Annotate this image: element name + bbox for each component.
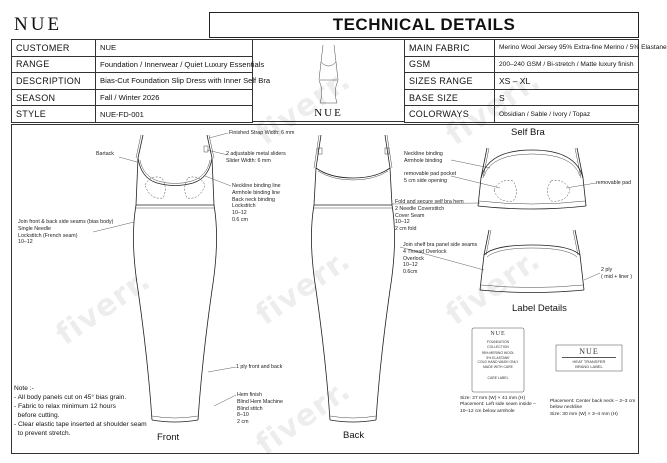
back-flat	[311, 134, 395, 423]
callout-bartack: Bartack	[96, 151, 114, 157]
drawing-frame	[11, 124, 639, 454]
callout-pad-pocket: removable pad pocket 5 cm side opening	[404, 171, 457, 184]
callout-neckline-front: Neckline binding line Armhole binding li…	[232, 183, 281, 223]
heat-label-drawing	[555, 344, 623, 372]
front-flat	[133, 134, 217, 423]
callout-strap: Finished Strap Width: 6 mm	[229, 130, 295, 136]
callout-hem: Hem finish Blind Hem Machine Blind stitc…	[237, 392, 283, 426]
callout-side-seams: Join front & back side seams (bias body)…	[18, 219, 114, 246]
page-title: TECHNICAL DETAILS	[209, 12, 639, 38]
colorways-value: Obsidian / Sable / Ivory / Topaz	[494, 105, 639, 123]
care-label: NUE FOUNDATION COLLECTION 95% MERINO WOO…	[472, 330, 524, 380]
dress-silhouette-icon	[318, 44, 339, 104]
callout-ply: 1 ply front and back	[236, 364, 283, 370]
care-label-drawing	[471, 327, 525, 393]
callout-bra-ply: 2 ply ( mid + liner )	[601, 267, 633, 280]
logo-panel: NUE	[253, 39, 404, 122]
care-label-brand: NUE	[490, 331, 506, 337]
heat-label-brand: NUE	[579, 347, 599, 356]
heat-label-caption: Placement: Center back neck – 2–3 cm bel…	[550, 399, 636, 417]
callout-bra-side: Join shelf bra panel side seams 4 Thread…	[403, 242, 478, 276]
construction-notes: Note :- - All body panels cut on 45° bia…	[14, 385, 147, 438]
care-label-caption: Size: 27 mm (W) × 41 mm (H) Placement: L…	[460, 396, 536, 414]
self-bra-flat-back	[479, 229, 585, 293]
heat-transfer-label: NUE HEAT TRANSFER BRAND LABEL	[556, 347, 622, 369]
front-heading: Front	[157, 432, 180, 443]
label-details-heading: Label Details	[512, 303, 567, 314]
technical-flats	[92, 132, 623, 423]
self-bra-heading: Self Bra	[511, 127, 545, 138]
back-heading: Back	[343, 430, 365, 441]
logo-wordmark: NUE	[314, 107, 343, 119]
brand-logo: NUE	[14, 14, 63, 35]
callout-leaders	[92, 132, 601, 407]
callout-bra-neckline: Neckline binding Armhole binding	[404, 151, 443, 164]
style-value: NUE-FD-001	[95, 105, 253, 123]
callout-sliders: 2 adjustable metal sliders Slider Width:…	[226, 151, 286, 164]
self-bra-flat-front	[477, 147, 587, 210]
callout-removable-pad: removable pad	[596, 180, 632, 186]
callout-bra-hem: Fold and secure self bra hem 2 Needle Co…	[395, 199, 464, 233]
